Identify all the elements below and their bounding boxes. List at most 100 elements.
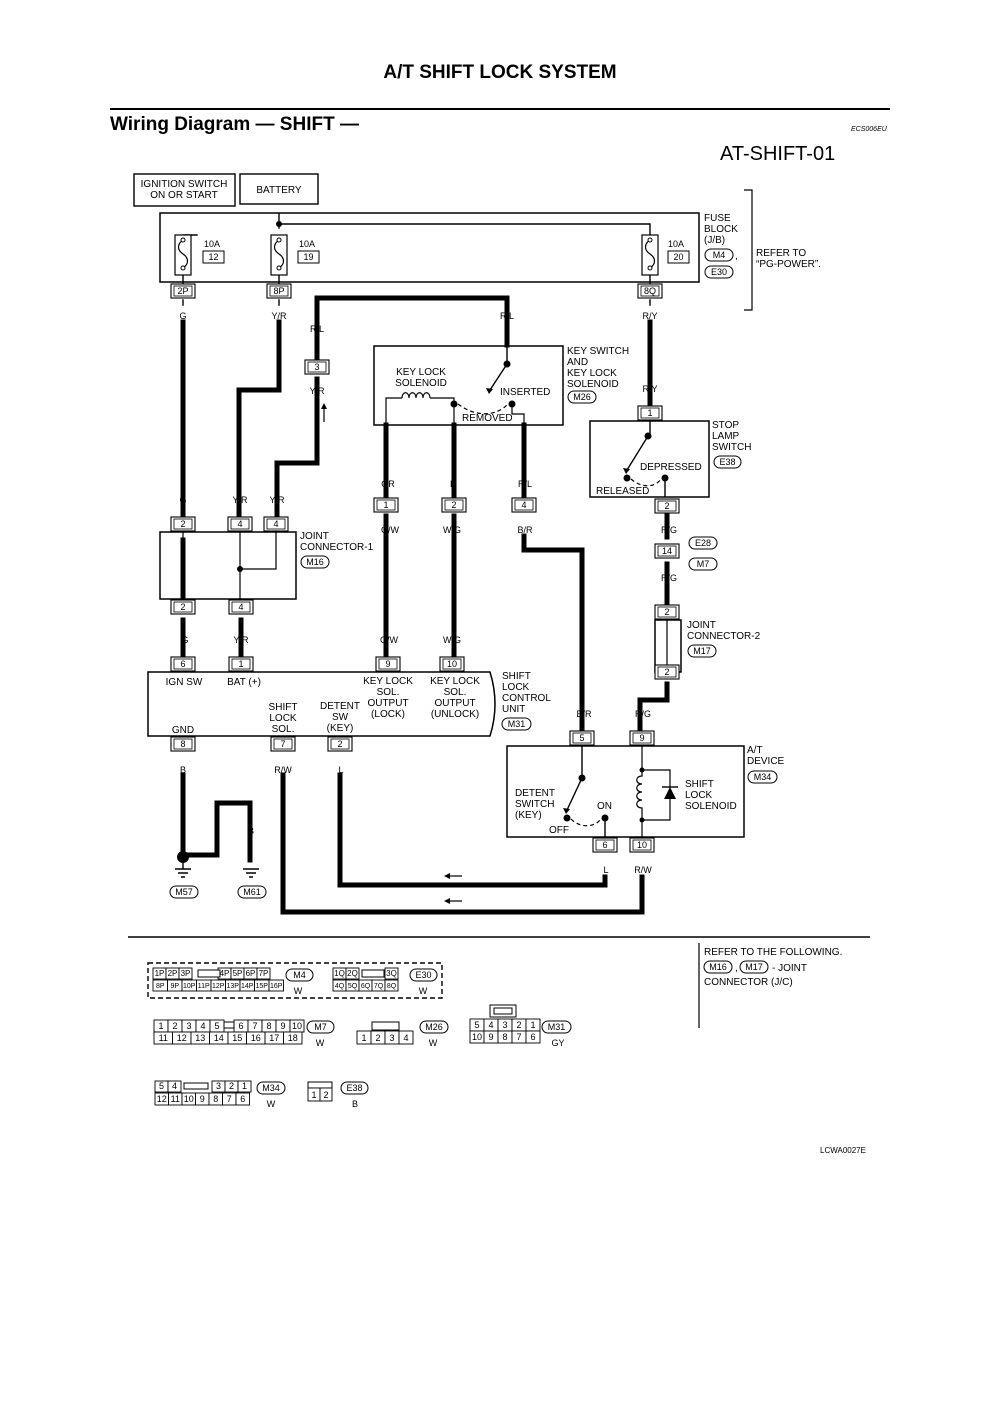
svg-text:BLOCK: BLOCK [704,224,738,235]
svg-text:,: , [735,251,738,262]
connector-cavity-label: 11 [159,1033,168,1043]
svg-text:AND: AND [567,357,588,368]
svg-text:BAT (+): BAT (+) [227,677,261,688]
key-switch-and-key-lock-solenoid: KEY SWITCH AND KEY LOCK SOLENOID M26 KEY… [373,345,629,426]
svg-text:8Q: 8Q [644,286,656,296]
svg-text:KEY SWITCH: KEY SWITCH [567,346,629,357]
svg-text:REFER TO THE FOLLOWING.: REFER TO THE FOLLOWING. [704,947,842,958]
svg-text:M7: M7 [314,1022,327,1032]
connector-cavity-label: 2Q [347,969,358,978]
connector-cavity-label: 17 [269,1033,279,1043]
svg-text:IGN SW: IGN SW [166,677,203,688]
svg-text:REFER TO: REFER TO [756,248,806,259]
connector-cavity-label: 1 [158,1021,163,1031]
svg-text:2: 2 [180,519,185,529]
inline-connector-14: 14 E28 M7 [654,536,718,571]
svg-text:2: 2 [664,501,669,511]
svg-text:10: 10 [447,659,457,669]
svg-text:KEY LOCK: KEY LOCK [430,676,480,687]
svg-text:CONNECTOR-1: CONNECTOR-1 [300,542,374,553]
connector-cavity-label: 15P [256,983,269,990]
svg-text:E38: E38 [346,1083,362,1093]
connector-cavity-label: 8 [266,1021,271,1031]
svg-text:G: G [179,311,186,321]
svg-text:8P: 8P [273,286,284,296]
svg-text:7: 7 [280,739,285,749]
svg-text:M61: M61 [243,887,261,897]
connector-cavity-label: 2 [172,1021,177,1031]
svg-text:GND: GND [172,725,194,736]
svg-text:,: , [735,963,738,974]
connector-cavity-label: 5Q [348,983,358,990]
svg-text:LOCK: LOCK [502,682,530,693]
svg-text:SHIFT: SHIFT [502,671,531,682]
svg-text:R/Y: R/Y [642,311,657,321]
svg-text:KEY LOCK: KEY LOCK [363,676,413,687]
connector-cavity [345,967,360,980]
svg-text:M16: M16 [709,962,727,972]
connector-cavity-label: 6Q [361,983,371,990]
svg-text:4: 4 [521,500,526,510]
svg-text:G/W: G/W [380,635,399,645]
connector-cavity-label: 4 [403,1033,408,1043]
svg-text:3: 3 [314,362,319,372]
svg-text:JOINT: JOINT [300,531,329,542]
svg-text:M4: M4 [293,970,306,980]
connector-cavity-label: 9 [200,1094,205,1104]
svg-text:1: 1 [383,500,388,510]
svg-text:INSERTED: INSERTED [500,387,550,398]
connector-lock-tab [223,1021,235,1029]
connector-cavity [319,1087,333,1102]
svg-text:(J/B): (J/B) [704,235,725,246]
connector-cavity-label: 4 [488,1020,493,1030]
svg-text:OFF: OFF [549,825,569,836]
connector-cavity-label: 3 [216,1081,221,1091]
svg-text:SWITCH: SWITCH [515,799,554,810]
connector-cavity-label: 2 [229,1081,234,1091]
svg-text:M26: M26 [573,392,591,402]
svg-text:SOL.: SOL. [272,724,295,735]
joint-connector-2: 2 2 JOINT CONNECTOR-2 M17 [654,604,761,680]
svg-text:R/W: R/W [634,865,652,875]
svg-text:OUTPUT: OUTPUT [367,698,408,709]
inline-connector-3: 3 [304,359,330,422]
connector-cavity-label: 2P [168,969,178,978]
connector-cavity [237,1080,252,1093]
svg-text:BATTERY: BATTERY [256,185,302,196]
svg-text:W: W [316,1038,325,1048]
connector-cavity-label: 16 [251,1033,261,1043]
svg-text:R/L: R/L [518,479,532,489]
svg-text:M16: M16 [306,557,324,567]
key-switch-connectors: 1 2 4 [373,497,537,513]
connector-cavity-label: 10 [472,1032,482,1042]
svg-text:20: 20 [673,252,683,262]
svg-text:DEVICE: DEVICE [747,756,785,767]
svg-text:M34: M34 [262,1083,280,1093]
svg-text:E28: E28 [695,538,711,548]
svg-text:SOL.: SOL. [377,687,400,698]
signal-flow-arrows [444,873,462,904]
svg-text:B: B [352,1099,358,1109]
svg-text:4: 4 [238,602,243,612]
svg-text:M34: M34 [754,772,772,782]
svg-text:IGNITION SWITCH: IGNITION SWITCH [141,179,228,190]
svg-text:SWITCH: SWITCH [712,442,751,453]
svg-text:2P: 2P [177,286,188,296]
connector-cavity-label: 9 [280,1021,285,1031]
svg-text:LOCK: LOCK [685,790,713,801]
connector-cavity-label: 6 [530,1032,535,1042]
svg-text:W: W [267,1099,276,1109]
svg-text:W: W [294,986,303,996]
svg-text:R/L: R/L [500,311,514,321]
svg-text:“PG-POWER”.: “PG-POWER”. [756,259,821,270]
svg-text:E30: E30 [415,970,431,980]
connector-cavity-label: 1 [311,1090,316,1100]
svg-text:4: 4 [237,519,242,529]
svg-text:G: G [181,635,188,645]
section-title: Wiring Diagram — SHIFT — [110,114,359,135]
svg-text:Y/R: Y/R [232,495,248,505]
svg-text:B/R: B/R [517,525,533,535]
connector-cavity-label: 4P [220,969,230,978]
